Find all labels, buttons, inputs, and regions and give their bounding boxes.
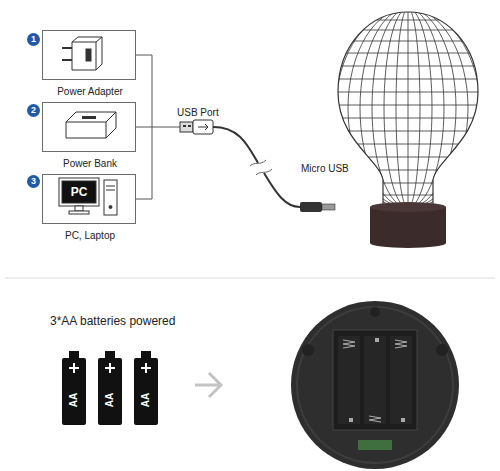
device-box: Power Adapter [42, 30, 136, 80]
screen-text: PC [62, 181, 96, 203]
power-adapter-icon [62, 37, 102, 70]
device-box: PCPC, Laptop [42, 174, 136, 224]
device-label: PC, Laptop [43, 230, 137, 242]
bulb-lamp [330, 0, 490, 248]
port-label: USB Port [177, 107, 219, 119]
callout-number: 2 [27, 104, 40, 117]
usb-plug [180, 120, 213, 134]
battery-icons [62, 351, 158, 425]
usb-cable [213, 127, 300, 207]
divider-line [5, 278, 495, 279]
device-box: Power Bank [42, 102, 136, 152]
grey-arrow [195, 373, 221, 397]
note-text: 3*AA batteries powered [50, 314, 175, 329]
device-label: Power Adapter [43, 86, 137, 98]
battery-label: AA [68, 385, 80, 415]
micro-usb-plug [300, 202, 335, 212]
battery-compartment [291, 301, 459, 469]
pc-icon [59, 178, 117, 215]
battery-label: AA [140, 385, 152, 415]
bracket-wire [136, 55, 180, 199]
battery-label: AA [104, 385, 116, 415]
callout-number: 3 [27, 175, 40, 188]
power-bank-icon [66, 112, 116, 138]
callout-number: 1 [27, 33, 40, 46]
port-label: Micro USB [301, 163, 349, 175]
device-label: Power Bank [43, 158, 137, 170]
